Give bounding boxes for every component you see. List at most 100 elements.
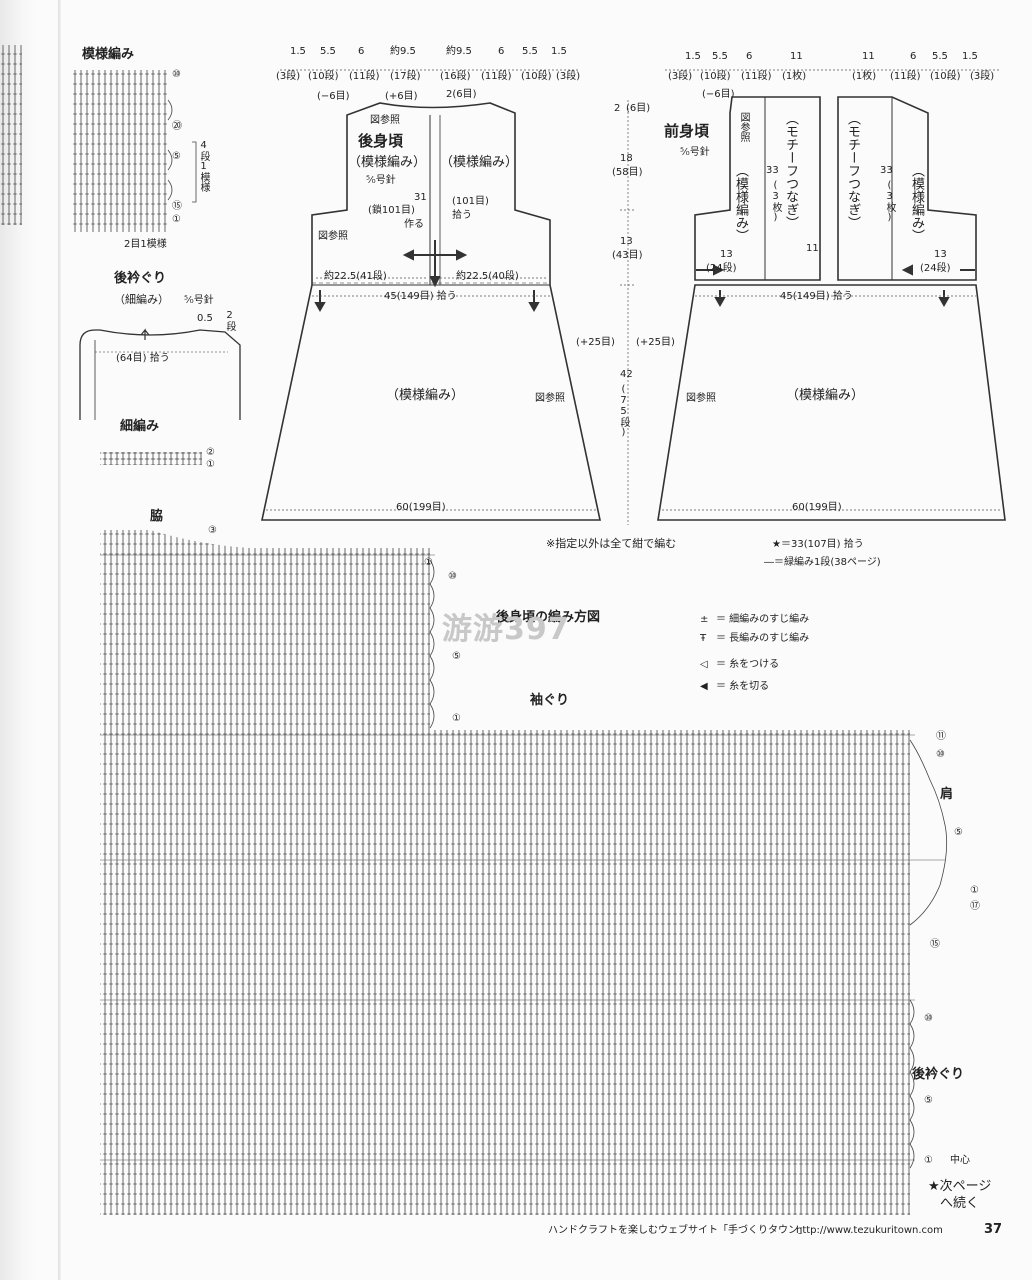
front-row-8: (3段) — [970, 71, 995, 82]
neck-dim: 0.5 — [197, 313, 213, 324]
front-dim-3: 6 — [746, 51, 753, 62]
back-left-width: 約22.5(41段) — [324, 271, 387, 282]
front-dim-5: 11 — [862, 51, 875, 62]
back-dim-2: 5.5 — [320, 46, 336, 57]
chart-mark-10c: ⑩ — [924, 1013, 933, 1024]
pattern-mark-5: ⑤ — [172, 151, 181, 162]
pattern-repeat-note: 2目1模様 — [124, 239, 167, 250]
mid-inc-right: (+25目) — [636, 337, 675, 348]
front-panel-outline — [657, 96, 1006, 521]
footer-url[interactable]: http://www.tezukuritown.com — [796, 1225, 943, 1236]
chart-mark-10b: ⑩ — [936, 749, 945, 760]
mid-13-rows: (43目) — [612, 250, 643, 261]
front-dim-7: 5.5 — [932, 51, 948, 62]
front-skirt-ref: 図参照 — [686, 393, 716, 404]
pattern-mark-20: ⑳ — [172, 121, 182, 132]
note-star: ★＝33(107目) 拾う — [772, 539, 864, 550]
back-decrease: (−6目) — [317, 91, 350, 102]
mid-inc-left: (+25目) — [576, 337, 615, 348]
back-pick: 拾う — [452, 210, 472, 221]
back-ref-2: 図参照 — [318, 231, 348, 242]
front-motif-right: （モチーフつなぎ） — [845, 112, 860, 229]
chart-edge-chains — [429, 559, 948, 1169]
chart-mark-15: ⑮ — [930, 939, 940, 950]
back-dim-4: 約9.5 — [390, 46, 416, 57]
chart-back-neck: 後衿ぐり — [912, 1067, 965, 1082]
neck-stitch-note: (64目) 拾う — [116, 353, 170, 364]
front-row-6: (11段) — [890, 71, 921, 82]
front-count-right2: (3枚) — [884, 180, 895, 223]
footer-site: ハンドクラフトを楽しむウェブサイト「手づくりタウン」 — [548, 1225, 808, 1236]
back-stitch-chart — [100, 530, 910, 1215]
front-dim-4: 11 — [790, 51, 803, 62]
back-waist: 45(149目) 拾う — [384, 291, 457, 302]
chart-mark-11: ⑪ — [936, 731, 946, 742]
pattern-mark-10: ⑩ — [172, 69, 181, 80]
back-dim-1: 1.5 — [290, 46, 306, 57]
chart-shoulder: 肩 — [940, 787, 954, 802]
back-hem: 60(199目) — [396, 502, 446, 513]
book-spine — [58, 0, 61, 1280]
pattern-sample-edges — [167, 99, 197, 203]
chart-continue-2: へ続く — [940, 1196, 980, 1211]
back-right-width: 約22.5(40段) — [456, 271, 519, 282]
back-panel-title: 後身頃 — [358, 132, 404, 150]
back-dim-7: 5.5 — [522, 46, 538, 57]
mid-top: 2 — [614, 103, 621, 114]
front-count-left2: (3枚) — [770, 180, 781, 223]
back-chain: (鎖101目) — [368, 205, 415, 216]
back-row-1: (3段) — [276, 71, 301, 82]
pattern-side-note: 4段1模様 — [198, 140, 209, 192]
back-skirt-pattern: （模様編み） — [386, 388, 465, 403]
neck-title: 後衿ぐり — [114, 271, 167, 286]
sc-mark-1: ① — [206, 459, 215, 470]
back-center-num: 31 — [414, 192, 427, 203]
watermark: 游游397 — [442, 612, 570, 647]
front-row-1: (3段) — [668, 71, 693, 82]
legend-sym-4: ◀ — [700, 681, 708, 692]
chart-mark-5c: ⑤ — [924, 1095, 933, 1106]
chart-mark-17: ⑰ — [970, 901, 980, 912]
legend-text-1: ＝ 細編みのすじ編み — [716, 614, 810, 625]
back-row-7: (10段) — [521, 71, 552, 82]
front-pattern-left: （模様編み） — [733, 164, 748, 242]
chart-mark-1d: ① — [924, 1155, 933, 1166]
mid-42-rows: (75段) — [618, 384, 629, 438]
front-ref: 図参照 — [738, 112, 749, 142]
pattern-sample-chart — [72, 70, 168, 232]
front-row-5: (1枚) — [852, 71, 877, 82]
front-side-right-rows: (24段) — [920, 263, 951, 274]
pattern-mark-1: ① — [172, 214, 181, 225]
back-row-4: (17段) — [390, 71, 421, 82]
mid-18: 18 — [620, 153, 633, 164]
front-row-4: (1枚) — [782, 71, 807, 82]
note-green: ―＝緑編み1段(38ページ) — [764, 557, 881, 568]
front-decrease: (−6目) — [702, 89, 735, 100]
front-hook: ⁵⁄₀号針 — [680, 147, 710, 158]
front-pattern-right: （模様編み） — [909, 164, 924, 242]
front-row-7: (10段) — [930, 71, 961, 82]
pattern-mark-15: ⑮ — [172, 201, 182, 212]
front-panel-arrows — [696, 264, 975, 308]
front-row-3: (11段) — [741, 71, 772, 82]
front-dim-1: 1.5 — [685, 51, 701, 62]
back-neck-note: 2(6目) — [446, 89, 477, 100]
back-panel-dim-lines — [266, 69, 598, 511]
chart-mark-5a: ⑤ — [452, 651, 461, 662]
note-color: ※指定以外は全て紺で編む — [546, 537, 677, 550]
page-number: 37 — [984, 1222, 1003, 1237]
back-row-5: (16段) — [440, 71, 471, 82]
back-center-pick: (101目) — [452, 196, 489, 207]
legend-sym-2: Ŧ — [700, 633, 707, 644]
mid-18-rows: (58目) — [612, 167, 643, 178]
front-count-left: 33 — [766, 165, 779, 176]
legend-sym-3: ◁ — [700, 659, 708, 670]
front-panel-title: 前身頃 — [664, 122, 710, 140]
mid-top-rows: (6目) — [626, 103, 651, 114]
front-count-right: 33 — [880, 165, 893, 176]
pattern-title: 模様編み — [82, 47, 135, 62]
front-skirt-pattern: （模様編み） — [786, 388, 865, 403]
chart-side-label: 脇 — [150, 509, 164, 524]
chart-center: 中心 — [950, 1155, 970, 1166]
